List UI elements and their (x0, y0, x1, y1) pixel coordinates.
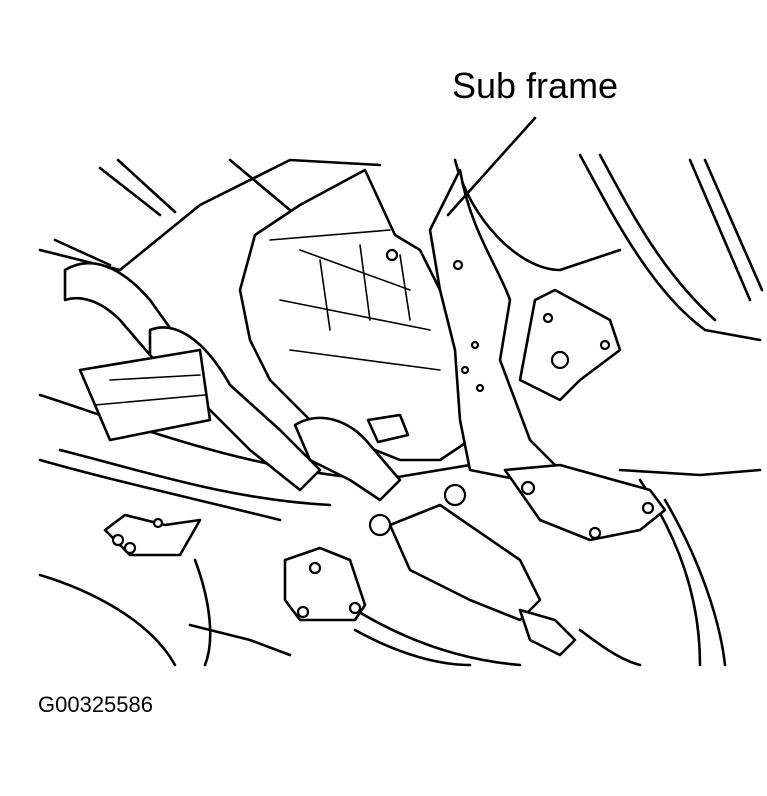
frame-holes (385, 248, 485, 393)
catalytic-converter (368, 483, 577, 657)
figure-id: G00325586 (38, 692, 153, 717)
sub-frame-member (238, 168, 562, 482)
mount-bracket-right (503, 288, 667, 542)
callout-leader-line (446, 116, 537, 217)
body-panels (38, 153, 764, 667)
mount-bracket-center (283, 546, 367, 622)
sub-frame-label: Sub frame (452, 65, 619, 106)
exhaust-pipe (63, 262, 402, 502)
mount-bracket-left (103, 513, 202, 557)
